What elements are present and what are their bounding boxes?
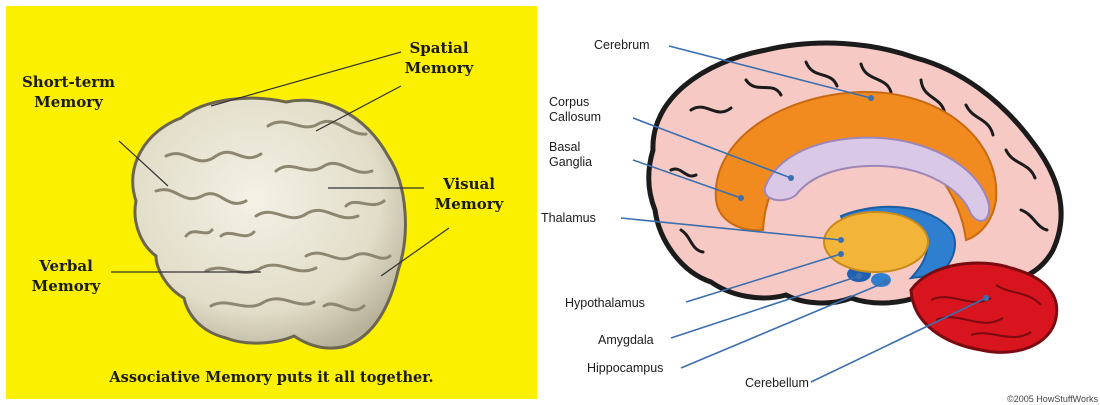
brain-anatomy-panel: Cerebrum Corpus Callosum Basal Ganglia T… [541,0,1100,405]
cerebellum-label: Cerebellum [745,376,809,391]
amygdala-label: Amygdala [598,333,654,348]
copyright-notice: ©2005 HowStuffWorks [1007,394,1098,404]
cerebrum-label: Cerebrum [594,38,650,53]
caption: Associative Memory puts it all together. [6,369,537,386]
hippocampus-label: Hippocampus [587,361,663,376]
corpus-callosum-label: Corpus Callosum [549,95,601,125]
thalamus-label: Thalamus [541,211,596,226]
brain-outline [133,98,406,348]
memory-types-panel: Short-term Memory Spatial Memory Visual … [6,6,537,399]
short-term-memory-label: Short-term Memory [16,72,121,112]
cerebellum-shape [911,263,1057,352]
basal-ganglia-label: Basal Ganglia [549,140,592,170]
spatial-memory-label: Spatial Memory [394,38,484,78]
hypothalamus-label: Hypothalamus [565,296,645,311]
verbal-memory-label: Verbal Memory [26,256,106,296]
visual-memory-label: Visual Memory [424,174,514,214]
